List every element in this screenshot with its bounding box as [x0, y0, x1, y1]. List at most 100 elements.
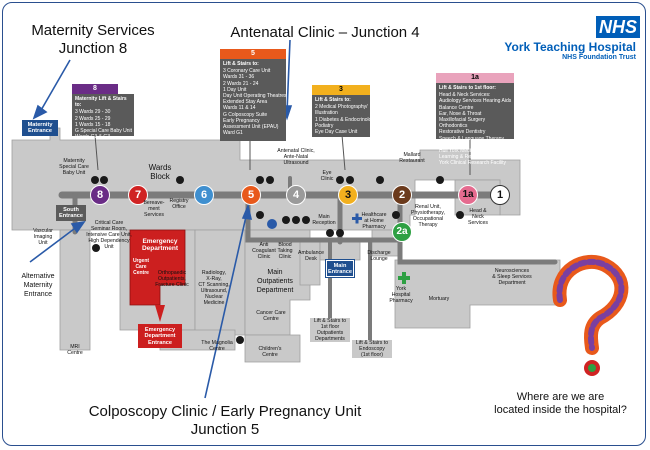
label-liftop-4: Departments — [315, 336, 345, 342]
main-entrance-line2: Entrance — [328, 269, 352, 276]
label-liftendo-2: Endoscopy — [359, 346, 385, 352]
question-caption-line2: located inside the hospital? — [494, 404, 627, 416]
panel-p8-line: G Special Care Baby Unit — [75, 128, 132, 135]
panel-junction-3: Lift & Stairs to:2 Medical Photography/ … — [312, 95, 377, 137]
label-discharge-1: Discharge — [367, 250, 391, 256]
page-frame — [2, 2, 646, 446]
callout-antenatal-clinic: Antenatal Clinic – Junction 4 — [230, 24, 420, 41]
callout-maternity-services: Maternity Services Junction 8 — [28, 22, 158, 58]
junction-1a-marker: 1a — [458, 185, 478, 205]
question-caption-line1: Where are we are — [516, 391, 605, 403]
panel-3-tab: 3 — [312, 85, 370, 95]
label-children-2: Centre — [262, 352, 278, 358]
panel-p8-line: Wards G3 & G3 — [75, 134, 111, 141]
panel-pointers — [94, 134, 471, 175]
junction-6-marker: 6 — [194, 185, 214, 205]
panel-p5-line: 2 Wards 21 - 24 — [223, 80, 259, 87]
label-vascular-imaging: Vascular Imaging Unit — [30, 228, 56, 246]
label-mop-2: Outpatients — [257, 278, 293, 285]
panel-p5-line: G Colposcopy Suite — [223, 111, 268, 118]
label-blood-3: Clinic — [278, 254, 292, 260]
alt-entrance-line1: Alternative — [21, 273, 55, 280]
label-discharge-2: Lounge — [370, 256, 388, 262]
panel-p1a-line: Restorative Dentistry — [439, 129, 486, 136]
label-anti-coagulant-clinic: Anti Coagulant Clinic — [252, 242, 276, 260]
panel-junction-1a: Lift & Stairs to 1st floor:Head & Neck S… — [436, 83, 514, 166]
panel-p1a-line: Balance Centre — [439, 104, 474, 111]
callout-arrows — [29, 39, 293, 399]
callout-colposcopy-line2: Junction 5 — [190, 421, 260, 438]
label-antenatal-clinic-map: Antenatal Clinic, Ante-Natal Ultrasound — [272, 148, 320, 166]
ed-entrance-line2: Department — [144, 333, 176, 340]
junction-3-marker: 3 — [338, 185, 358, 205]
question-mark-word-cloud — [552, 254, 629, 376]
junction-8-marker: 8 — [90, 185, 110, 205]
label-childrens-centre: Children's Centre — [256, 346, 284, 358]
label-head-neck-services: Head & Neck Services — [466, 208, 490, 226]
maternity-entrance-line2: Entrance — [28, 128, 52, 135]
label-maternity-scbu-1: Maternity — [63, 158, 85, 164]
panel-p5-line: Day Unit Operating Theatres — [223, 93, 287, 100]
healthcare-cross-icon — [352, 213, 362, 224]
panel-p1a-title: Lift & Stairs to 1st floor: — [439, 85, 496, 91]
label-critical-2: Seminar Room, — [90, 226, 128, 232]
label-mortuary: Mortuary — [428, 296, 450, 302]
panel-junction-5: Lift & Stairs to:3 Coronary Care Unit Wa… — [220, 59, 287, 141]
panel-p5-line: Ward G1 — [223, 130, 243, 137]
label-main-outpatients: Main Outpatients Department — [248, 268, 302, 295]
panel-junction-8: Maternity Lift & Stairs to:3 Wards 29 - … — [72, 94, 134, 140]
label-mop-1: Main — [267, 269, 283, 276]
label-bereavement-services: Bereave- ment Services — [142, 200, 166, 218]
label-liftendo-1: Lift & Stairs to — [355, 340, 389, 346]
label-headneck-2: Neck — [472, 214, 484, 220]
label-radio-1: Radiology, — [201, 270, 227, 276]
ed-entrance-line1: Emergency — [144, 327, 176, 333]
label-headneck-1: Head & — [469, 208, 487, 214]
label-orthopaedic-outpatients: Orthopaedic Outpatients, Fracture Clinic — [150, 270, 194, 288]
label-registry-1: Registry — [169, 198, 189, 204]
label-ortho-3: Fracture Clinic — [155, 282, 189, 288]
panel-p5-line: Extended Stay Area — [223, 99, 268, 106]
label-york-pharmacy: York Hospital Pharmacy — [388, 286, 414, 304]
junction-2a-small-marker — [267, 219, 277, 229]
nhs-logo: NHS — [596, 16, 640, 38]
junction-1-marker: 1 — [490, 185, 510, 205]
panel-p5-line: Wards 11 & 14 — [223, 105, 256, 112]
label-maternity-scbu-3: Baby Unit — [62, 170, 86, 176]
label-ambulance-2: Desk — [305, 256, 317, 262]
label-hah-3: Pharmacy — [362, 224, 386, 230]
panel-p3-line: 1 Diabetes & Endocrinology — [315, 116, 377, 123]
label-eye-2: Clinic — [320, 176, 334, 182]
panel-p1a-line: Audiology Services Hearing Aids — [439, 98, 512, 105]
label-ortho-2: Outpatients, — [158, 276, 186, 282]
panel-p1a-line: Head & Neck Services: — [439, 92, 491, 99]
label-lift-endoscopy: Lift & Stairs to Endoscopy (1st floor) — [352, 340, 392, 358]
label-ucc-3: Centre — [133, 270, 149, 276]
label-mri-1: MRI — [70, 344, 80, 350]
panel-5-tab: 5 — [220, 49, 286, 59]
label-hah-1: Healthcare — [361, 212, 387, 218]
label-healthcare-pharmacy: Healthcare at Home Pharmacy — [360, 212, 388, 230]
emergency-department-block — [129, 229, 186, 306]
label-renal-1: Renal Unit, — [415, 204, 441, 210]
label-wards-block-1: Wards — [148, 163, 172, 172]
panel-p3-line: Eye Day Case Unit — [315, 129, 358, 136]
label-maternity-scbu-2: Special Care — [59, 164, 89, 170]
label-radio-5: Nuclear — [205, 294, 223, 300]
label-headneck-3: Services — [468, 220, 488, 226]
label-wards-block: Wards Block — [140, 163, 180, 181]
label-mallard-restaurant: Mallard Restaurant — [396, 152, 428, 164]
label-blood-2: Taking — [277, 248, 293, 254]
label-lift-outpatients: Lift & Stairs to 1st floor Outpatients D… — [310, 318, 350, 342]
pharmacy-cross-icon — [398, 272, 410, 284]
panel-p5-title: Lift & Stairs to: — [223, 61, 259, 67]
label-registry-office: Registry Office — [164, 198, 194, 210]
label-ucc-1: Urgent — [132, 258, 150, 264]
label-blood-taking-clinic: Blood Taking Clinic — [274, 242, 296, 260]
panel-p3-line: Illustration — [315, 110, 338, 117]
label-radiology: Radiology, X-Ray, CT Scanning, Ultrasoun… — [196, 270, 232, 306]
label-blood-1: Blood — [278, 242, 292, 248]
label-renal-2: Physiotherapy, — [411, 210, 445, 216]
label-ambulance-1: Ambulance — [298, 250, 324, 256]
